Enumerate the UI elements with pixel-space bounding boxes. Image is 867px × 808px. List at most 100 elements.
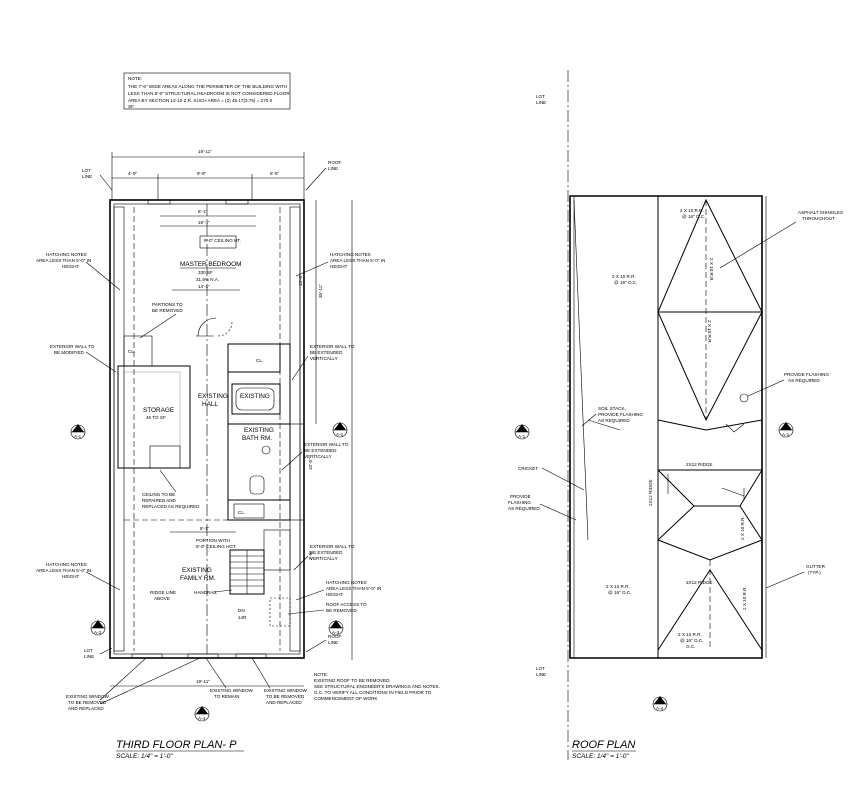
dim-seg3: 5'-5" bbox=[270, 171, 280, 176]
rafter-1-a: 2 X 10 R.R. bbox=[680, 208, 704, 213]
roof-access-a: ROOF ACCESS TO bbox=[326, 602, 367, 607]
window-replace-c: AND REPLACED bbox=[266, 700, 302, 705]
room-bath-2: BATH RM. bbox=[242, 435, 272, 442]
dim-side-c: 10'-5" bbox=[308, 458, 313, 470]
stair-risers: 14R bbox=[238, 615, 247, 620]
plan-scale-left: SCALE: 1/4" = 1'-0" bbox=[116, 753, 173, 760]
room-hall-1: EXISTING bbox=[240, 393, 270, 400]
flashing-note-b: AS REQUIRED bbox=[788, 378, 820, 383]
portion-note-b: 8'-0" CEILING HGT. bbox=[196, 544, 237, 549]
window-remove-a: EXISTING WINDOW bbox=[66, 694, 110, 699]
hatch-note-left-2-b: AREA LESS THAN 5'-0" IN bbox=[36, 568, 91, 573]
rafter-2-b: @ 16" O.C. bbox=[614, 280, 637, 285]
dim-bed-w2: 18'-3" bbox=[198, 220, 210, 225]
rafter-v2: 2 X 10 R.R. bbox=[707, 320, 712, 344]
gutter-note-a: GUTTER bbox=[806, 564, 826, 569]
rafter-3-a: 2 X 10 R.R. bbox=[606, 584, 630, 589]
hatch-band-right bbox=[289, 206, 301, 652]
asphalt-note-b: THROUGHOUT bbox=[802, 216, 835, 221]
section-marker-right: 2 A-1 bbox=[332, 422, 348, 438]
room-master-bedroom: MASTER BEDROOM bbox=[180, 261, 241, 268]
roof-marker-bottom-sheet: A-4 bbox=[656, 706, 664, 711]
note-bottom-heading: NOTE: bbox=[314, 672, 328, 677]
section-marker-bottom-left: 1 A-3 bbox=[90, 620, 106, 636]
hatch-note-left-1-b: AREA LESS THAN 5'-0" IN bbox=[36, 258, 91, 263]
roof-plan: LOT LINE LOT LINE 2 X 10 bbox=[508, 70, 843, 760]
room-hall-label-1: EXISTING bbox=[198, 393, 228, 400]
soil-note-c: AS REQUIRED bbox=[598, 418, 630, 423]
marker-right-sheet: A-1 bbox=[336, 432, 344, 437]
room-cl-1: CL. bbox=[128, 349, 135, 354]
window-remove-c: AND REPLACED bbox=[68, 706, 104, 711]
roof-lot-top-b: LINE bbox=[536, 100, 546, 105]
marker-left-num: 2 bbox=[76, 426, 79, 431]
rafter-1-b: @ 16" O.C. bbox=[682, 214, 705, 219]
pflash-note-b: FLASHING bbox=[508, 500, 531, 505]
roof-marker-right-num: 2 bbox=[784, 424, 787, 429]
partitions-note-b: BE REMOVED bbox=[152, 308, 183, 313]
roof-marker-left-sheet: A-1 bbox=[518, 434, 526, 439]
rafter-v4: 2 X 10 R.R. bbox=[742, 586, 747, 610]
cricket-note: CRICKET bbox=[518, 466, 538, 471]
marker-bl-num: 1 bbox=[96, 622, 99, 627]
section-marker-left: 2 A-1 bbox=[70, 424, 86, 440]
ext-ext-3-b: BE EXTENDED bbox=[310, 550, 343, 555]
ext-mod-note-a: EXTERIOR WALL TO bbox=[50, 344, 95, 349]
hatch-note-left-2-c: HEIGHT bbox=[62, 574, 80, 579]
roof-outline bbox=[569, 195, 763, 659]
window-replace-b: TO BE REMOVED bbox=[266, 694, 305, 699]
room-cl-3: CL. bbox=[238, 510, 245, 515]
partitions-note-a: PARTIONS TO bbox=[152, 302, 183, 307]
room-master-na: 31.8% N.A. bbox=[196, 277, 219, 282]
marker-right-num: 2 bbox=[338, 424, 341, 429]
dim-seg2: 9'-9" bbox=[197, 171, 207, 176]
hatch-note-left-1: HATCHING NOTES bbox=[46, 252, 87, 257]
plan-title-left: THIRD FLOOR PLAN- P bbox=[116, 739, 237, 751]
roof-lot-bot-b: LINE bbox=[536, 672, 546, 677]
rafter-v1: 2 X 10 R.R. bbox=[709, 258, 714, 282]
dim-side-b: 35'-11" bbox=[318, 284, 323, 298]
ext-ext-1-c: VERTICALLY bbox=[310, 356, 338, 361]
window-replace-a: EXISTING WINDOW bbox=[264, 688, 308, 693]
pflash-note-c: AS REQUIRED bbox=[508, 506, 540, 511]
top-dimensions: 19'-11" 4'-9" 9'-9" 5'-5" bbox=[111, 149, 305, 200]
roof-marker-bottom: 1 A-4 bbox=[652, 696, 668, 712]
soil-note-b: PROVIDE FLASHING bbox=[598, 412, 643, 417]
flashing-note-a: PROVIDE FLASHING bbox=[784, 372, 829, 377]
ridge-note-a: RIDGE LINE bbox=[150, 590, 176, 595]
roof-line-bottom-a: ROOF bbox=[328, 634, 341, 639]
ridge-note-b: ABOVE bbox=[154, 596, 170, 601]
note-line: THE 7'-6" WIDE AREAS ALONG THE PERIMETER… bbox=[128, 84, 287, 89]
room-storage: STORAGE bbox=[143, 407, 174, 414]
hatch-note-right-1: HATCHING NOTES bbox=[330, 252, 371, 257]
roof-line-label: LINE bbox=[328, 166, 338, 171]
lot-line-label: LOT bbox=[82, 168, 91, 173]
dim-bot-b: 19'-11" bbox=[196, 679, 210, 684]
ext-ext-1-a: EXTERIOR WALL TO bbox=[310, 344, 355, 349]
dim-side-a: 13'-0" bbox=[298, 274, 303, 286]
roof-marker-left: 2 A-1 bbox=[514, 424, 530, 440]
hatch-note-left-2: HATCHING NOTES bbox=[46, 562, 87, 567]
ceiling-note-a: CEILING TO BE bbox=[142, 492, 175, 497]
note-box-top: NOTE: THE 7'-6" WIDE AREAS ALONG THE PER… bbox=[123, 72, 290, 110]
roof-marker-bottom-num: 1 bbox=[658, 698, 661, 703]
marker-left-sheet: A-1 bbox=[74, 434, 82, 439]
dim-bed-w3: 14'-1" bbox=[198, 284, 210, 289]
roof-access-b: BE REMOVED bbox=[326, 608, 357, 613]
marker-br-num: 1 bbox=[334, 622, 337, 627]
rafter-v3: 2 X 10 R.R. bbox=[740, 516, 745, 540]
dim-overall: 19'-11" bbox=[198, 149, 212, 154]
gutter-note-b: (TYP.) bbox=[808, 570, 821, 575]
ceiling-note-b: REPAIRED AND bbox=[142, 498, 177, 503]
marker-bl-sheet: A-3 bbox=[94, 630, 102, 635]
ext-ext-2-c: VERTICALLY bbox=[304, 454, 332, 459]
ridge-label-vertical: 2X12 RIDGE bbox=[648, 479, 653, 506]
hatch-note-right-2-c: HEIGHT bbox=[326, 592, 344, 597]
roof-lot-top-a: LOT bbox=[536, 94, 545, 99]
plan-scale-right: SCALE: 1/4" = 1'-0" bbox=[572, 753, 629, 760]
hatch-note-right-1-b: AREA LESS THAN 5'-0" IN bbox=[330, 258, 385, 263]
rafter-4-b: @ 16" O.C. bbox=[680, 638, 703, 643]
room-cl-2: CL. bbox=[256, 358, 263, 363]
roof-marker-left-num: 2 bbox=[520, 426, 523, 431]
